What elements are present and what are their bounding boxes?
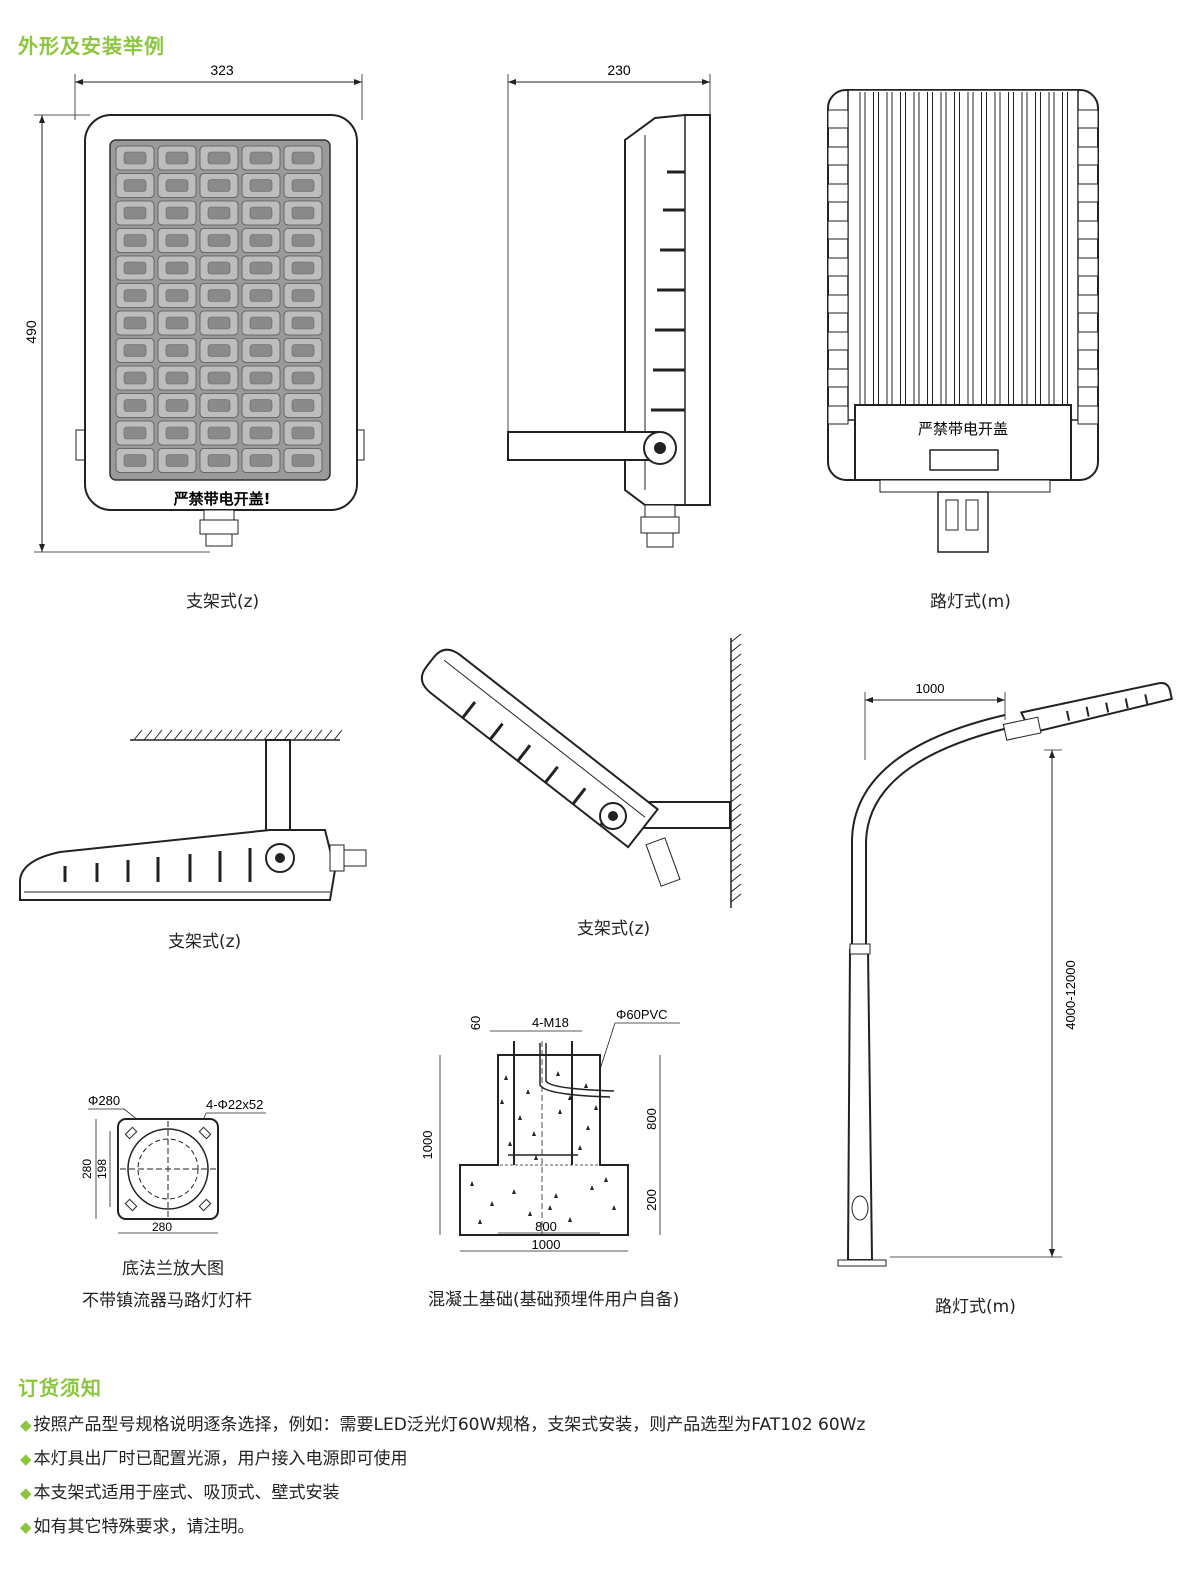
ordering-note: ◆按照产品型号规格说明逐条选择，例如：需要LED泛光灯60W规格，支架式安装，则… <box>20 1415 866 1435</box>
ordering-note: ◆本支架式适用于座式、吸顶式、壁式安装 <box>20 1483 340 1503</box>
back-warning-label: 严禁带电开盖 <box>918 420 1008 438</box>
ordering-note: ◆如有其它特殊要求，请注明。 <box>20 1517 255 1537</box>
front-view-drawing: 323 490 严禁带电开盖! <box>23 62 365 553</box>
dim-pole-arm: 1000 <box>916 681 945 696</box>
streetlamp-back-view-drawing: 严禁带电开盖 <box>827 89 1099 553</box>
side-fins <box>651 170 685 412</box>
dim-front-height: 490 <box>23 320 39 344</box>
section-title-appearance: 外形及安装举例 <box>18 34 165 58</box>
flange-diameter-label: Φ280 <box>88 1093 120 1108</box>
foundation-dim-1000-v: 1000 <box>420 1131 435 1160</box>
foundation-dim-200-v: 200 <box>644 1189 659 1211</box>
caption-streetlamp-top: 路灯式(m) <box>930 592 1011 612</box>
caption-flange-detail: 底法兰放大图 <box>122 1259 224 1279</box>
street-pole-drawing: 1000 4000-12000 <box>837 681 1173 1267</box>
heatsink-fins <box>859 92 1068 405</box>
caption-street-pole: 路灯式(m) <box>935 1297 1016 1317</box>
foundation-dim-800-v: 800 <box>644 1108 659 1130</box>
ordering-note: ◆本灯具出厂时已配置光源，用户接入电源即可使用 <box>20 1449 408 1469</box>
dim-pole-height: 4000-12000 <box>1063 960 1078 1029</box>
foundation-bolts-label: 4-M18 <box>532 1015 569 1030</box>
caption-wall-mount: 支架式(z) <box>577 919 651 939</box>
led-module-grid <box>115 145 323 473</box>
diamond-bullet-icon: ◆ <box>20 1450 32 1468</box>
ceiling-mount-drawing <box>19 729 367 901</box>
flange-holes-label: 4-Φ22x52 <box>206 1097 263 1112</box>
dim-side-width: 230 <box>607 62 631 78</box>
diamond-bullet-icon: ◆ <box>20 1416 32 1434</box>
caption-front-view: 支架式(z) <box>186 592 260 612</box>
foundation-dim-60: 60 <box>468 1016 483 1030</box>
foundation-dim-800-h: 800 <box>535 1219 557 1234</box>
foundation-pvc-label: Φ60PVC <box>616 1007 668 1022</box>
side-view-drawing: 230 <box>507 62 711 548</box>
ceiling-fins <box>63 848 252 882</box>
flange-dim-198: 198 <box>95 1159 109 1179</box>
caption-flange-pole: 不带镇流器马路灯灯杆 <box>82 1291 252 1311</box>
caption-ceiling-mount: 支架式(z) <box>168 932 242 952</box>
concrete-aggregate <box>470 1071 616 1224</box>
section-title-ordering: 订货须知 <box>18 1376 102 1400</box>
dim-front-width: 323 <box>210 62 234 78</box>
diamond-bullet-icon: ◆ <box>20 1484 32 1502</box>
flange-dim-280-bottom: 280 <box>152 1220 172 1234</box>
diamond-bullet-icon: ◆ <box>20 1518 32 1536</box>
flange-dim-280-side: 280 <box>80 1159 94 1179</box>
concrete-foundation-drawing: 60 4-M18 Φ60PVC 1000 800 200 800 1000 <box>420 1007 680 1252</box>
front-warning-label: 严禁带电开盖! <box>173 490 271 508</box>
wall-mount-drawing <box>420 633 742 908</box>
caption-foundation: 混凝土基础(基础预埋件用户自备) <box>428 1290 680 1310</box>
foundation-dim-1000-h: 1000 <box>532 1237 561 1252</box>
side-mounting-tabs <box>827 109 1099 425</box>
flange-detail-drawing: Φ280 4-Φ22x52 280 198 280 <box>80 1093 266 1234</box>
